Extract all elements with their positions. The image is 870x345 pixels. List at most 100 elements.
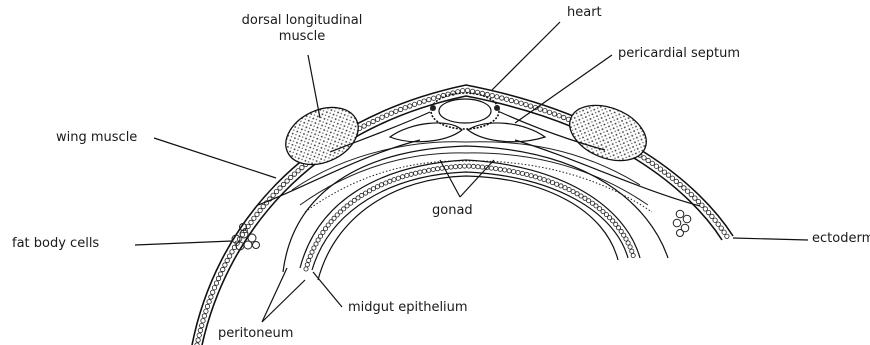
ectoderm-cell xyxy=(666,173,670,177)
midgut-cell xyxy=(375,185,379,189)
midgut-cell xyxy=(529,174,533,178)
midgut-cell xyxy=(345,204,349,208)
ectoderm-cell xyxy=(218,272,222,276)
midgut-cell xyxy=(567,188,571,192)
midgut-cell xyxy=(316,238,320,242)
ectoderm-cell xyxy=(362,124,366,128)
midgut-cell xyxy=(583,196,587,200)
leader-heart xyxy=(492,22,560,90)
midgut-cell xyxy=(546,179,550,183)
midgut-cell xyxy=(427,168,431,172)
midgut-cell xyxy=(559,184,563,188)
midgut-cell xyxy=(422,169,426,173)
midgut-cell xyxy=(579,194,583,198)
ectoderm-cell xyxy=(674,179,678,183)
midgut-cell xyxy=(594,204,598,208)
midgut-cell xyxy=(555,182,559,186)
midgut-cell xyxy=(392,178,396,182)
ectoderm-cell xyxy=(689,192,693,196)
ectoderm-cell xyxy=(465,88,469,92)
left-dorsal-muscle xyxy=(277,96,368,175)
midgut-cell xyxy=(305,263,309,267)
right-dorsal-muscle xyxy=(562,95,655,171)
leader-wing-muscle xyxy=(154,138,276,178)
ectoderm-cell xyxy=(216,276,220,280)
ectoderm-cell xyxy=(200,323,204,327)
label-midgut-epithelium: midgut epithelium xyxy=(348,300,468,316)
ectoderm-cell xyxy=(394,109,398,113)
ectoderm-cell xyxy=(227,254,231,258)
heart-inner xyxy=(439,99,491,123)
ectoderm-cell xyxy=(682,186,686,190)
midgut-cell xyxy=(312,246,316,250)
ectoderm-cell xyxy=(211,290,215,294)
midgut-cell xyxy=(364,191,368,195)
ectoderm-cell xyxy=(719,226,723,230)
ectoderm-cell xyxy=(289,175,293,179)
midgut-cell xyxy=(471,164,475,168)
midgut-cell xyxy=(563,186,567,190)
midgut-cell xyxy=(525,172,529,176)
midgut-cell xyxy=(628,245,632,249)
ectoderm-cell xyxy=(485,92,489,96)
midgut-cell xyxy=(575,192,579,196)
leader-fat-body xyxy=(135,241,232,245)
ectoderm-cell xyxy=(221,267,225,271)
label-wing-muscle: wing muscle xyxy=(56,130,137,146)
ectoderm-cell xyxy=(375,117,379,121)
ectoderm-cell xyxy=(504,97,508,101)
ectoderm-cell xyxy=(706,210,710,214)
ectoderm-cell xyxy=(417,101,421,105)
ectoderm-cell xyxy=(422,99,426,103)
midgut-cell xyxy=(507,169,511,173)
ectoderm-cell xyxy=(646,158,650,162)
ectoderm-cell xyxy=(543,109,547,113)
label-pericardial-septum: pericardial septum xyxy=(618,46,740,62)
pericardial-septum-left-lobe xyxy=(390,123,462,142)
ectoderm-cell xyxy=(230,250,234,254)
midgut-cell xyxy=(631,253,635,257)
midgut-cell xyxy=(314,242,318,246)
ectoderm-cell xyxy=(547,110,551,114)
ectoderm-cell xyxy=(693,196,697,200)
midgut-cell xyxy=(308,254,312,258)
ectoderm-cell xyxy=(371,119,375,123)
ectoderm-cell xyxy=(538,107,542,111)
midgut-cell xyxy=(542,178,546,182)
ectoderm-cell xyxy=(495,95,499,99)
ectoderm-cell xyxy=(642,156,646,160)
leader-midgut xyxy=(313,272,342,307)
ectoderm-cell xyxy=(292,172,296,176)
ectoderm-cell xyxy=(725,234,729,238)
midgut-cell xyxy=(458,164,462,168)
midgut-cell xyxy=(307,258,311,262)
midgut-cell xyxy=(498,167,502,171)
ectoderm-cell xyxy=(403,106,407,110)
ectoderm-cell xyxy=(710,214,714,218)
heart-ostium-right xyxy=(494,105,500,111)
ectoderm-cell xyxy=(196,338,200,342)
ectoderm-cell xyxy=(398,107,402,111)
ectoderm-cell xyxy=(509,98,513,102)
ectoderm-cell xyxy=(212,286,216,290)
ectoderm-cell xyxy=(258,208,262,212)
midgut-cell xyxy=(318,234,322,238)
midgut-cell xyxy=(304,267,308,271)
midgut-cell xyxy=(409,172,413,176)
midgut-cell xyxy=(401,175,405,179)
ectoderm-cell xyxy=(205,304,209,308)
midgut-cell xyxy=(388,179,392,183)
midgut-cell xyxy=(360,193,364,197)
midgut-cell xyxy=(630,249,634,253)
ectoderm-cell xyxy=(685,189,689,193)
midgut-cell xyxy=(453,165,457,169)
ectoderm-cell xyxy=(650,161,654,165)
midgut-cell xyxy=(494,167,498,171)
label-dorsal-line1: dorsal longitudinal xyxy=(222,13,382,29)
ectoderm-cell xyxy=(696,199,700,203)
midgut-cell xyxy=(449,165,453,169)
ectoderm-cell xyxy=(514,100,518,104)
ectoderm-cell xyxy=(722,230,726,234)
midgut-cell xyxy=(520,171,524,175)
midgut-cell xyxy=(467,164,471,168)
